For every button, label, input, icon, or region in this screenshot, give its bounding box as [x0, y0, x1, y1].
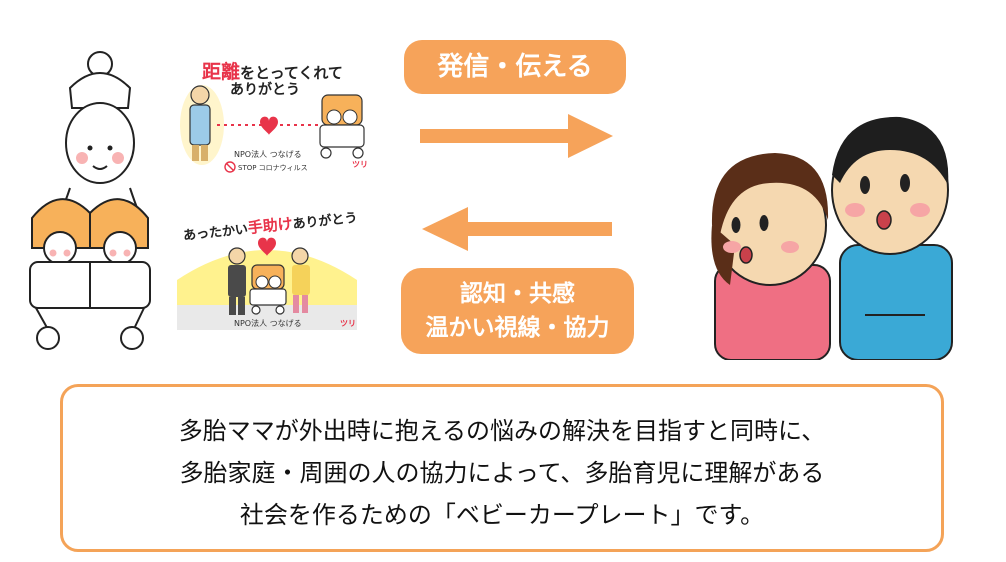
plate1-title-rest: をとってくれて [240, 64, 343, 82]
send-convey-label: 発信・伝える [404, 40, 626, 94]
onlookers-illustration [711, 116, 953, 360]
description-line-3: 社会を作るための「ベビーカープレート」です。 [239, 501, 765, 529]
plate1-stop-text: STOP コロナウィルス [238, 164, 308, 172]
description-line-1: 多胎ママが外出時に抱えるの悩みの解決を目指すと同時に、 [178, 417, 826, 445]
plate2-title-highlight: 手助け [246, 214, 294, 238]
plate1-org: NPO法人 つなげる [234, 150, 302, 159]
plate1-title-highlight: 距離 [202, 61, 241, 83]
left-arrow-icon [422, 207, 612, 251]
plate1-title-line2: ありがとう [230, 82, 300, 98]
plate-distance-art [172, 55, 368, 175]
mother-with-twin-stroller-illustration [29, 51, 151, 350]
description-line-2: 多胎家庭・周囲の人の協力によって、多胎育児に理解がある [179, 459, 825, 487]
plate-help-art [177, 237, 357, 330]
baby-car-plate-distance: 距離をとってくれて ありがとう NPO法人 つなげる STOP コロナウィルス … [172, 55, 368, 175]
right-arrow-icon [420, 114, 613, 158]
recognition-line2: 温かい視線・協力 [425, 315, 610, 341]
recognition-cooperation-label: 認知・共感 温かい視線・協力 [401, 268, 634, 354]
plate2-org: NPO法人 つなげる [234, 319, 302, 328]
baby-car-plate-help: あったかい手助けありがとう NPO法人 つなげる ツリ [172, 210, 362, 335]
plate1-logo: ツリ [352, 160, 368, 169]
description-box: 多胎ママが外出時に抱えるの悩みの解決を目指すと同時に、 多胎家庭・周囲の人の協力… [60, 384, 944, 552]
heart-icon [258, 237, 276, 256]
heart-icon [260, 116, 278, 135]
plate2-logo: ツリ [340, 319, 356, 328]
recognition-line1: 認知・共感 [460, 281, 575, 307]
